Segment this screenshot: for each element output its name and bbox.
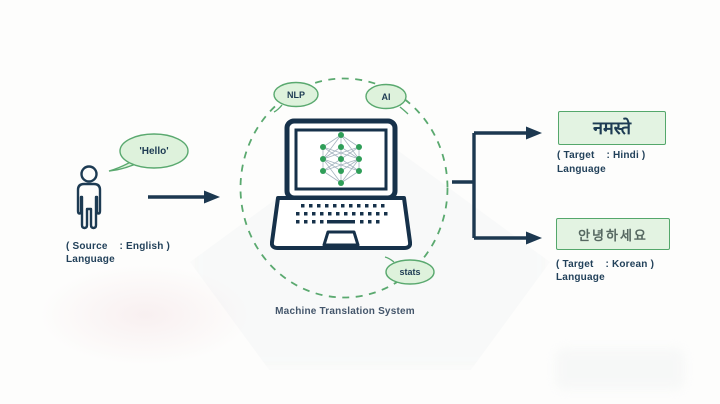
korean-caption-line1: ( Target : Korean ) — [556, 259, 655, 270]
hindi-caption-line1: ( Target : Hindi ) — [557, 150, 646, 161]
speech-bubble-shape — [108, 133, 189, 172]
laptop-icon — [270, 118, 412, 250]
source-caption-line2: Language — [66, 254, 115, 265]
diagram-title: Machine Translation System — [275, 306, 415, 317]
nlp-bubble-text: NLP — [287, 89, 305, 100]
dashed-system-circle — [239, 77, 449, 299]
stats-bubble-text: stats — [399, 267, 421, 277]
ai-bubble: AI — [364, 83, 410, 115]
hindi-output-box: नमस्ते — [558, 111, 666, 145]
korean-output-text: 안녕하세요 — [578, 228, 648, 244]
hindi-caption-line2: Language — [557, 164, 606, 175]
hello-speech-bubble: 'Hello' — [108, 132, 190, 174]
background-watermark-shape — [40, 265, 250, 365]
arrow-system-to-targets-icon — [452, 126, 542, 245]
stats-bubble: stats — [384, 256, 436, 286]
korean-output-box: 안녕하세요 — [556, 218, 670, 250]
source-caption-line1: ( Source : English ) — [66, 241, 171, 252]
ai-bubble-text: AI — [381, 91, 391, 102]
hindi-output-text: नमस्ते — [592, 118, 632, 139]
touchpad — [322, 230, 360, 247]
arrow-source-to-system-icon — [148, 190, 220, 204]
nlp-bubble: NLP — [272, 81, 320, 113]
korean-caption-line2: Language — [556, 272, 605, 283]
background-watermark-shape — [555, 348, 685, 390]
hello-speech-text: 'Hello' — [139, 145, 169, 157]
person-icon — [76, 165, 102, 230]
keyboard-keys — [296, 204, 388, 224]
